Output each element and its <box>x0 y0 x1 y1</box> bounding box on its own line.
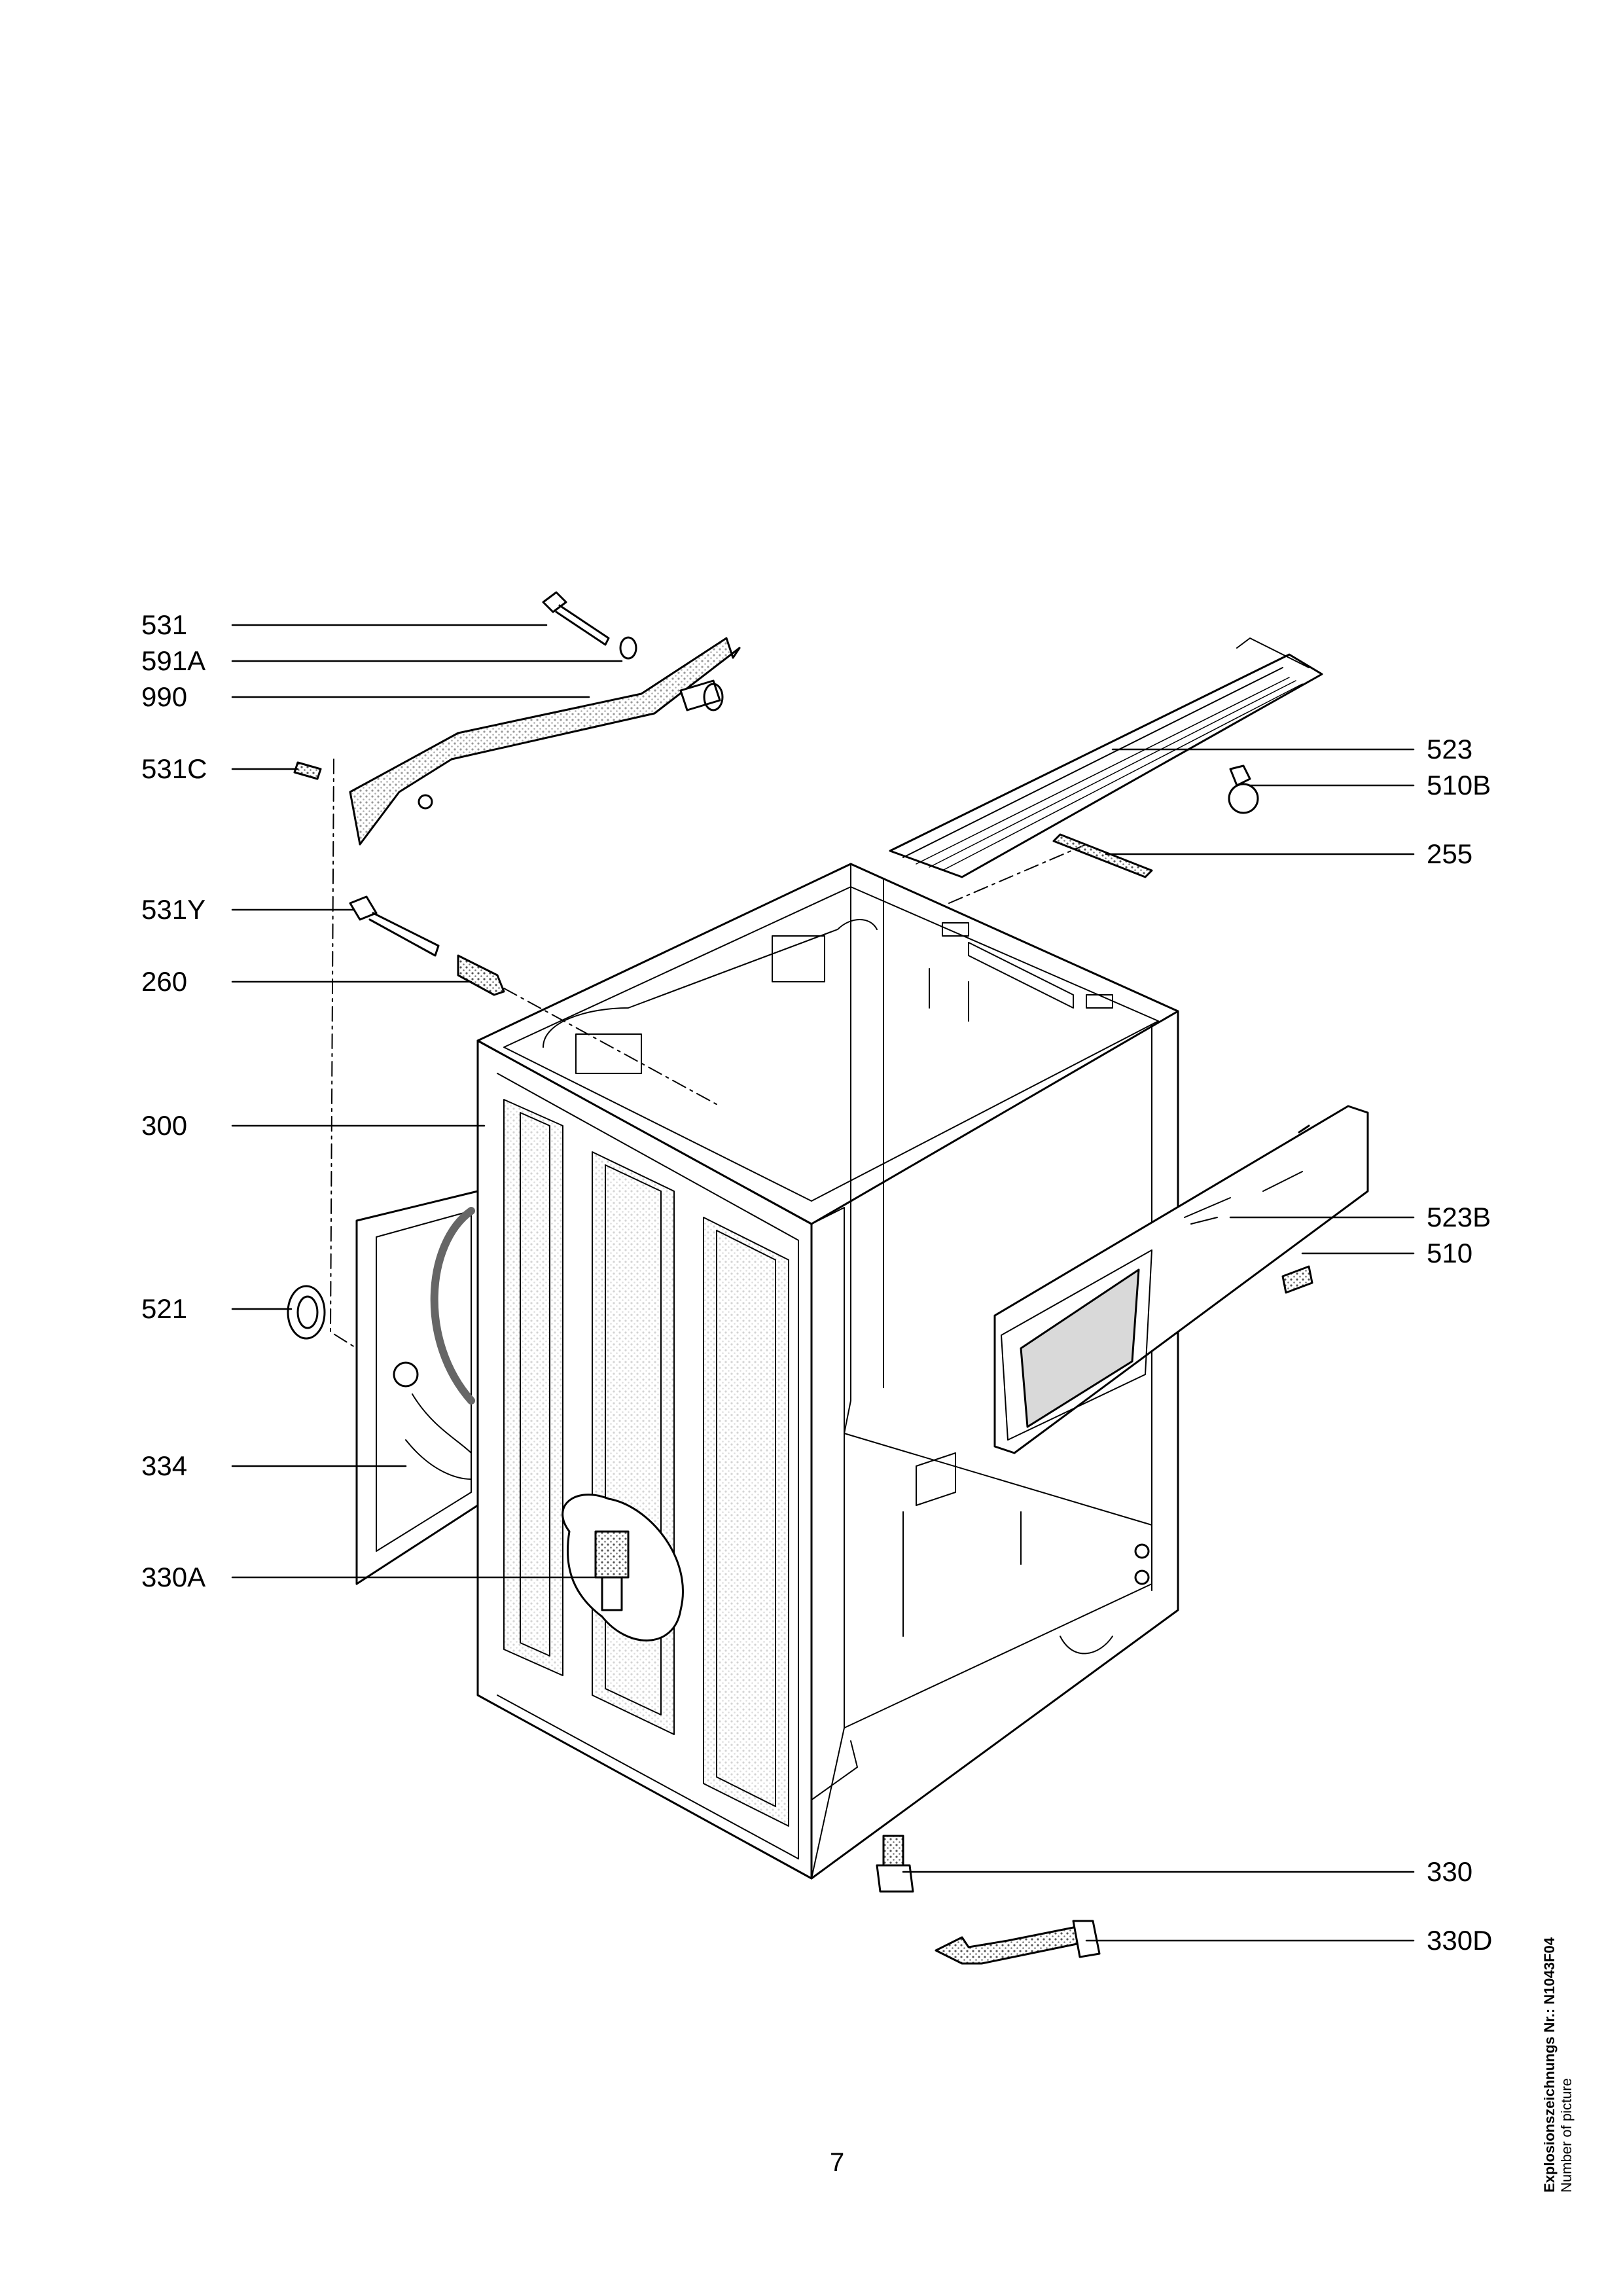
leader-lines-right <box>902 748 1415 1942</box>
callout-510: 510 <box>1427 1238 1473 1268</box>
drawing-number: Explosionszeichnungs Nr.: N1043F04 <box>1541 1937 1558 2193</box>
spanner-330D <box>935 1920 1101 1965</box>
bolt-531Y <box>349 895 505 996</box>
foot-cutaway <box>562 1494 684 1641</box>
foot-330 <box>876 1835 914 1893</box>
page-number: 7 <box>830 2148 845 2177</box>
callout-531Y: 531Y <box>141 894 206 925</box>
callout-330D: 330D <box>1427 1925 1493 1956</box>
screw-531C <box>293 761 322 780</box>
leader-lines-left <box>231 624 623 1579</box>
callout-531C: 531C <box>141 753 207 784</box>
callout-330: 330 <box>1427 1856 1473 1887</box>
assembly-lines <box>330 759 1087 1349</box>
drawing-reference: Explosionszeichnungs Nr.: N1043F04 Numbe… <box>1541 1937 1575 2193</box>
callout-510B: 510B <box>1427 770 1491 800</box>
callout-531: 531 <box>141 609 188 640</box>
callout-300: 300 <box>141 1110 188 1141</box>
side-panel-334 <box>355 1190 479 1585</box>
callout-330A: 330A <box>141 1562 206 1592</box>
callout-523B: 523B <box>1427 1202 1491 1232</box>
strip-255 <box>1052 833 1153 878</box>
callout-523: 523 <box>1427 734 1473 764</box>
callout-591A: 591A <box>141 645 206 676</box>
cross-beam <box>349 637 741 846</box>
callout-255: 255 <box>1427 838 1473 869</box>
drawing-number-caption: Number of picture <box>1558 2078 1575 2193</box>
callout-990: 990 <box>141 681 188 712</box>
top-cover-523 <box>889 637 1323 878</box>
callout-521: 521 <box>141 1293 188 1324</box>
callout-260: 260 <box>141 966 188 997</box>
callout-334: 334 <box>141 1450 188 1481</box>
clip-510B <box>1228 764 1259 814</box>
front-panel-recesses <box>503 1099 789 1827</box>
grommet-521 <box>287 1285 326 1340</box>
bolt-531 <box>542 591 637 660</box>
part-510 <box>1281 1265 1313 1294</box>
control-bracket-523B <box>993 1105 1369 1454</box>
